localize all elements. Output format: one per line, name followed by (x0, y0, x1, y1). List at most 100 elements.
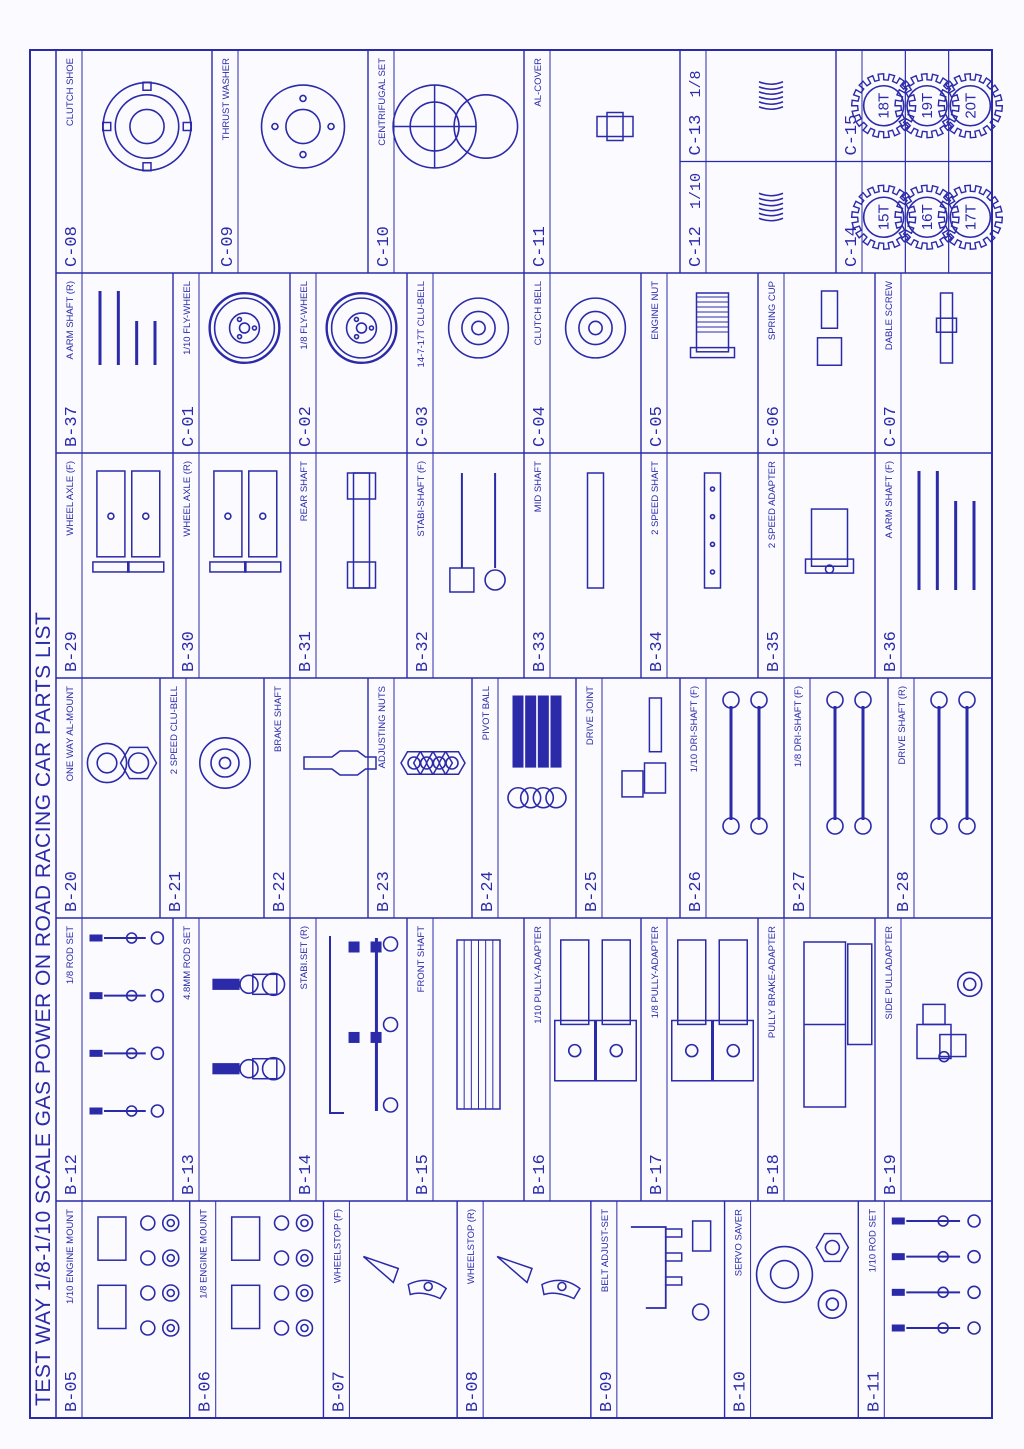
pivot-ball-icon (507, 695, 567, 809)
part-name: BRAKE SHAFT (273, 686, 284, 752)
part-name: ONE WAY AL-MOUNT (65, 686, 76, 782)
part-name: BELT ADJUST-SET (600, 1209, 611, 1292)
part-cell: B-342 SPEED SHAFT (640, 453, 722, 678)
clutch-bell-icon (564, 297, 627, 359)
part-code: B-06 (197, 1371, 216, 1412)
part-name: 1/8 ENGINE MOUNT (199, 1209, 210, 1299)
part-cell: C-021/8 FLY-WHEEL (289, 273, 398, 453)
nut-icon (400, 750, 466, 776)
part-name: WHEEL AXLE (F) (65, 461, 76, 536)
part-code: B-35 (765, 631, 784, 672)
part-cell: B-352 SPEED ADAPTER (757, 453, 855, 678)
part-cell: C-05 ENGINE NUT (640, 273, 736, 453)
part-code: B-07 (330, 1371, 349, 1412)
brake-shaft-icon (303, 750, 377, 776)
axle-icon (209, 470, 282, 573)
part-code: B-25 (583, 871, 602, 912)
part-code: B-31 (297, 631, 316, 672)
part-cell: B-111/10 ROD SET (857, 1201, 981, 1418)
part-code: B-05 (63, 1371, 82, 1412)
part-name: CLUTCH BELL (533, 281, 544, 345)
part-name: SERVO SAVER (734, 1209, 745, 1276)
flywheel-icon (325, 291, 398, 365)
part-cell: B-271/8 DRI-SHAFT (F) (783, 678, 872, 918)
cover-icon (596, 111, 634, 142)
side-adapter-icon (916, 971, 983, 1063)
gear-icon: 15T (850, 184, 917, 251)
part-name: CLUTCH SHOE (65, 58, 76, 126)
servo-saver-icon (755, 1232, 850, 1319)
part-name: CENTRIFUGAL SET (377, 58, 388, 146)
part-name: REAR SHAFT (299, 461, 310, 521)
part-name: PULLY BRAKE-ADAPTER (767, 926, 778, 1038)
part-code: C-09 (219, 226, 238, 267)
part-cell: B-26 1/10 DRI-SHAFT (F) (679, 678, 768, 918)
rear-shaft-icon (346, 472, 377, 589)
part-code: B-26 (687, 871, 706, 912)
part-code: B-14 (297, 1154, 316, 1195)
part-name: WHEEL AXLE (R) (182, 461, 193, 537)
part-name: AL-COVER (533, 58, 544, 107)
part-code: B-16 (531, 1154, 550, 1195)
part-code: C-13 (687, 115, 706, 156)
scale-label: 1/8 (688, 70, 705, 97)
spring-cell: C-12 1/10 C-13 1/8 (679, 50, 836, 273)
part-name: SPRING CUP (767, 281, 778, 340)
part-name: 1/8 ROD SET (65, 926, 76, 984)
part-cell: C-011/10 FLY-WHEEL (172, 273, 281, 453)
stabi-shaft-icon (449, 473, 506, 593)
axle-icon (92, 470, 165, 573)
part-name: 2 SPEED SHAFT (650, 461, 661, 535)
part-code: B-18 (765, 1154, 784, 1195)
part-cell: B-10 SERVO SAVER (723, 1201, 850, 1418)
part-cell: B-161/10 PULLY-ADAPTER (523, 918, 637, 1201)
rod-set-icon (89, 931, 165, 1118)
part-code: C-10 (375, 226, 394, 267)
part-code: B-22 (271, 871, 290, 912)
part-name: 1/8 PULLY-ADAPTER (650, 926, 661, 1019)
gear-teeth-label: 17T (962, 204, 979, 230)
gear-teeth-label: 19T (919, 93, 936, 119)
engine-mount-icon (230, 1214, 314, 1337)
part-name: ENGINE NUT (650, 281, 661, 340)
sheet-frame (29, 49, 993, 1419)
ball-rod-icon (212, 972, 286, 1081)
part-code: B-17 (648, 1154, 667, 1195)
clutch-shoe-icon (101, 81, 193, 172)
rod-set-icon (891, 1214, 981, 1335)
part-code: B-37 (63, 406, 82, 447)
part-code: C-12 (687, 226, 706, 267)
part-code: C-03 (414, 406, 433, 447)
part-name: 1/10 ENGINE MOUNT (65, 1209, 76, 1304)
part-cell: B-31 REAR SHAFT (289, 453, 377, 678)
part-name: 2 SPEED CLU-BELL (169, 686, 180, 774)
clutch-bell-icon (447, 297, 510, 359)
part-name: 1/10 DRI-SHAFT (F) (689, 686, 700, 772)
part-code: B-10 (732, 1371, 751, 1412)
scale-label: 1/10 (688, 173, 705, 209)
part-cell: C-10 CENTRIFUGAL SET (367, 50, 519, 273)
part-code: B-20 (63, 871, 82, 912)
part-code: B-28 (895, 871, 914, 912)
part-code: C-05 (648, 406, 667, 447)
part-name: 1/10 FLY-WHEEL (182, 281, 193, 355)
